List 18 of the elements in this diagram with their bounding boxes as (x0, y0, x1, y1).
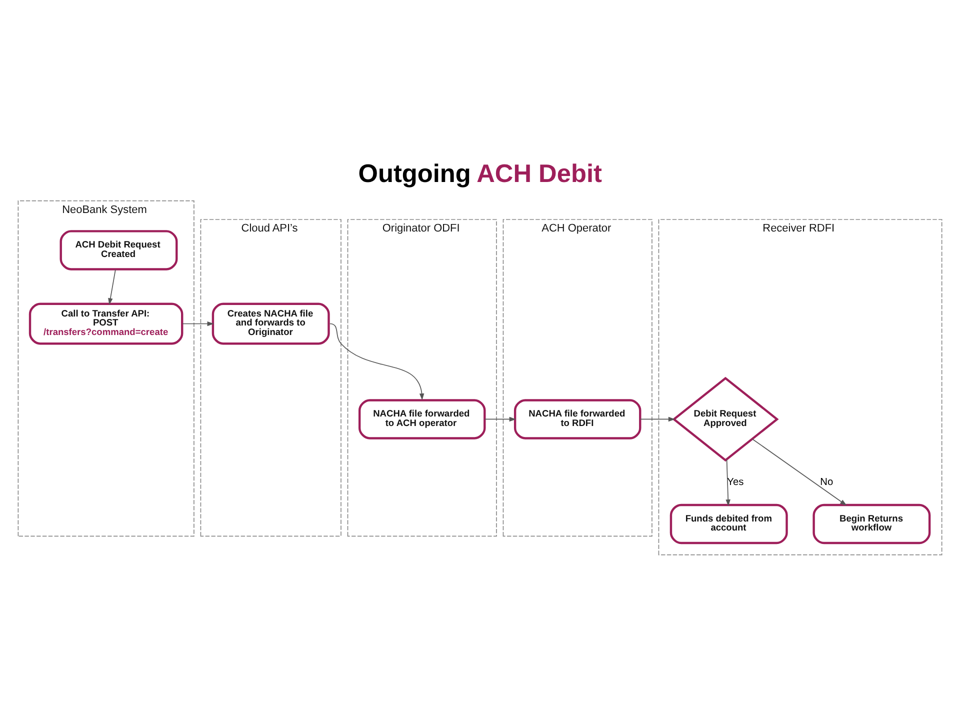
node-box: Creates NACHA file and forwards to Originator (212, 302, 330, 344)
arrow (108, 268, 116, 304)
arrow (484, 416, 516, 422)
edge-label: Yes (727, 476, 744, 488)
arrow (726, 458, 730, 506)
node-box: Call to Transfer API: POST /transfers?command=create (28, 302, 184, 344)
diagram-title: Outgoing ACH Debit (358, 160, 602, 188)
arrow (330, 322, 424, 400)
arrow (182, 320, 214, 326)
node-box: ACH Debit Request Created (60, 230, 178, 270)
node-box: Begin Returns workflow (812, 503, 931, 544)
node-diamond: Debit Request Approved (672, 376, 779, 462)
arrow (640, 416, 676, 422)
edge-label: No (820, 476, 834, 488)
node-box: NACHA file forwarded to RDFI (514, 398, 642, 439)
node-box: NACHA file forwarded to ACH operator (358, 398, 486, 439)
arrow (752, 438, 847, 506)
node-box: Funds debited from account (670, 503, 788, 544)
